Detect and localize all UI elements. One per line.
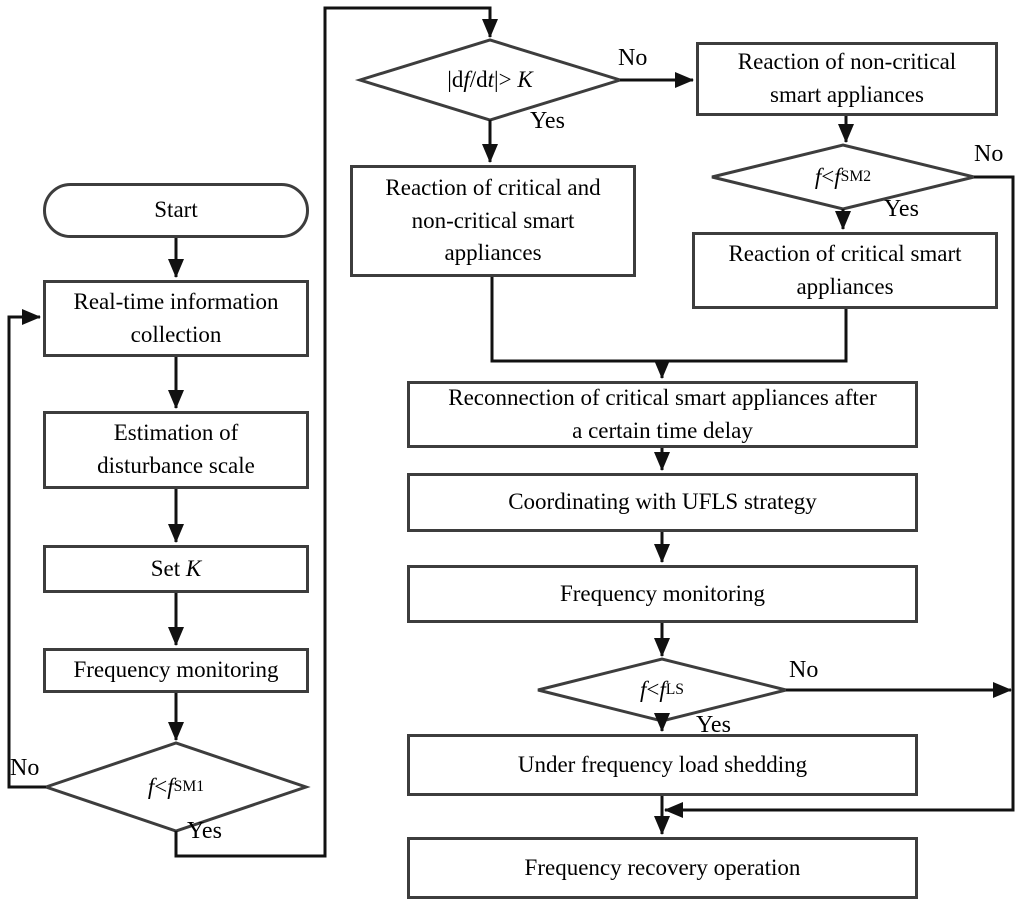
edge-label-fsm2-no: No <box>974 141 1004 167</box>
edge-label-fls-yes: Yes <box>696 712 731 738</box>
node-frequency-monitoring-2-label: Frequency monitoring <box>559 580 766 606</box>
edge-label-fls-no: No <box>789 657 819 683</box>
node-frequency-monitoring-2: Frequency monitoring <box>407 565 918 623</box>
fls-lt: < <box>646 677 660 702</box>
fsm2-lt: < <box>821 164 835 189</box>
node-coordinating-ufls-label: Coordinating with UFLS strategy <box>508 489 817 515</box>
node-realtime-collection: Real-time information collection <box>43 280 309 357</box>
fsm2-subscript: SM2 <box>840 168 872 185</box>
node-frequency-monitoring-1-label: Frequency monitoring <box>73 657 279 683</box>
node-under-frequency-load-shedding-label: Under frequency load shedding <box>517 751 808 777</box>
edge-label-fsm2-yes: Yes <box>884 196 919 222</box>
fsm1-f2: f <box>167 774 174 799</box>
node-estimation-label: Estimation of disturbance scale <box>97 420 255 478</box>
arrow-fsm2-no-bypass <box>664 175 1015 818</box>
dfdt-seg5: |> <box>494 67 518 92</box>
edge-label-fsm1-yes: Yes <box>187 818 222 844</box>
arrow-fsm1-no-loop-to-realtime <box>7 309 46 789</box>
node-realtime-collection-label: Real-time information collection <box>73 288 279 347</box>
node-set-k-label: Set K <box>151 553 201 586</box>
arrow-fsm1-yes-to-dfdt <box>174 6 498 858</box>
node-reaction-critical-label: Reaction of critical smart appliances <box>728 240 962 299</box>
fls-f2: f <box>659 677 666 702</box>
node-reaction-critical-and-noncritical-label: Reaction of critical and non-critical sm… <box>385 175 601 266</box>
edge-label-dfdt-yes: Yes <box>530 108 565 134</box>
node-reaction-critical: Reaction of critical smart appliances <box>692 232 998 309</box>
fsm2-f1: f <box>814 164 822 189</box>
node-frequency-monitoring-1: Frequency monitoring <box>43 648 309 693</box>
node-estimation: Estimation of disturbance scale <box>43 411 309 489</box>
node-reconnection-label: Reconnection of critical smart appliance… <box>448 384 877 443</box>
dfdt-seg4: t <box>487 67 495 92</box>
node-reaction-noncritical: Reaction of non-critical smart appliance… <box>696 42 998 116</box>
node-set-k: Set K <box>43 545 309 593</box>
node-coordinating-ufls: Coordinating with UFLS strategy <box>407 473 918 532</box>
set-k-text: Set <box>150 555 186 581</box>
set-k-variable: K <box>185 555 202 581</box>
dfdt-seg6: K <box>517 67 533 92</box>
edge-label-fsm1-no: No <box>10 755 40 781</box>
edge-label-dfdt-no: No <box>618 45 648 71</box>
fsm1-f1: f <box>147 774 155 799</box>
node-start: Start <box>43 183 309 238</box>
decision-fsm1-diamond <box>41 741 311 833</box>
node-under-frequency-load-shedding: Under frequency load shedding <box>407 734 918 796</box>
fls-f1: f <box>640 677 647 702</box>
node-reaction-critical-and-noncritical: Reaction of critical and non-critical sm… <box>350 165 636 277</box>
node-frequency-recovery: Frequency recovery operation <box>407 837 918 899</box>
node-frequency-recovery-label: Frequency recovery operation <box>524 854 801 880</box>
node-reconnection: Reconnection of critical smart appliance… <box>407 381 918 448</box>
fsm2-f2: f <box>834 164 841 189</box>
dfdt-seg2: f <box>463 67 470 92</box>
fsm1-subscript: SM1 <box>173 778 205 795</box>
fls-subscript: LS <box>665 681 684 698</box>
dfdt-seg1: |d <box>447 67 464 92</box>
node-reaction-noncritical-label: Reaction of non-critical smart appliance… <box>737 49 957 107</box>
node-start-label: Start <box>154 197 198 223</box>
dfdt-seg3: /d <box>469 67 488 92</box>
fsm1-lt: < <box>154 774 168 799</box>
